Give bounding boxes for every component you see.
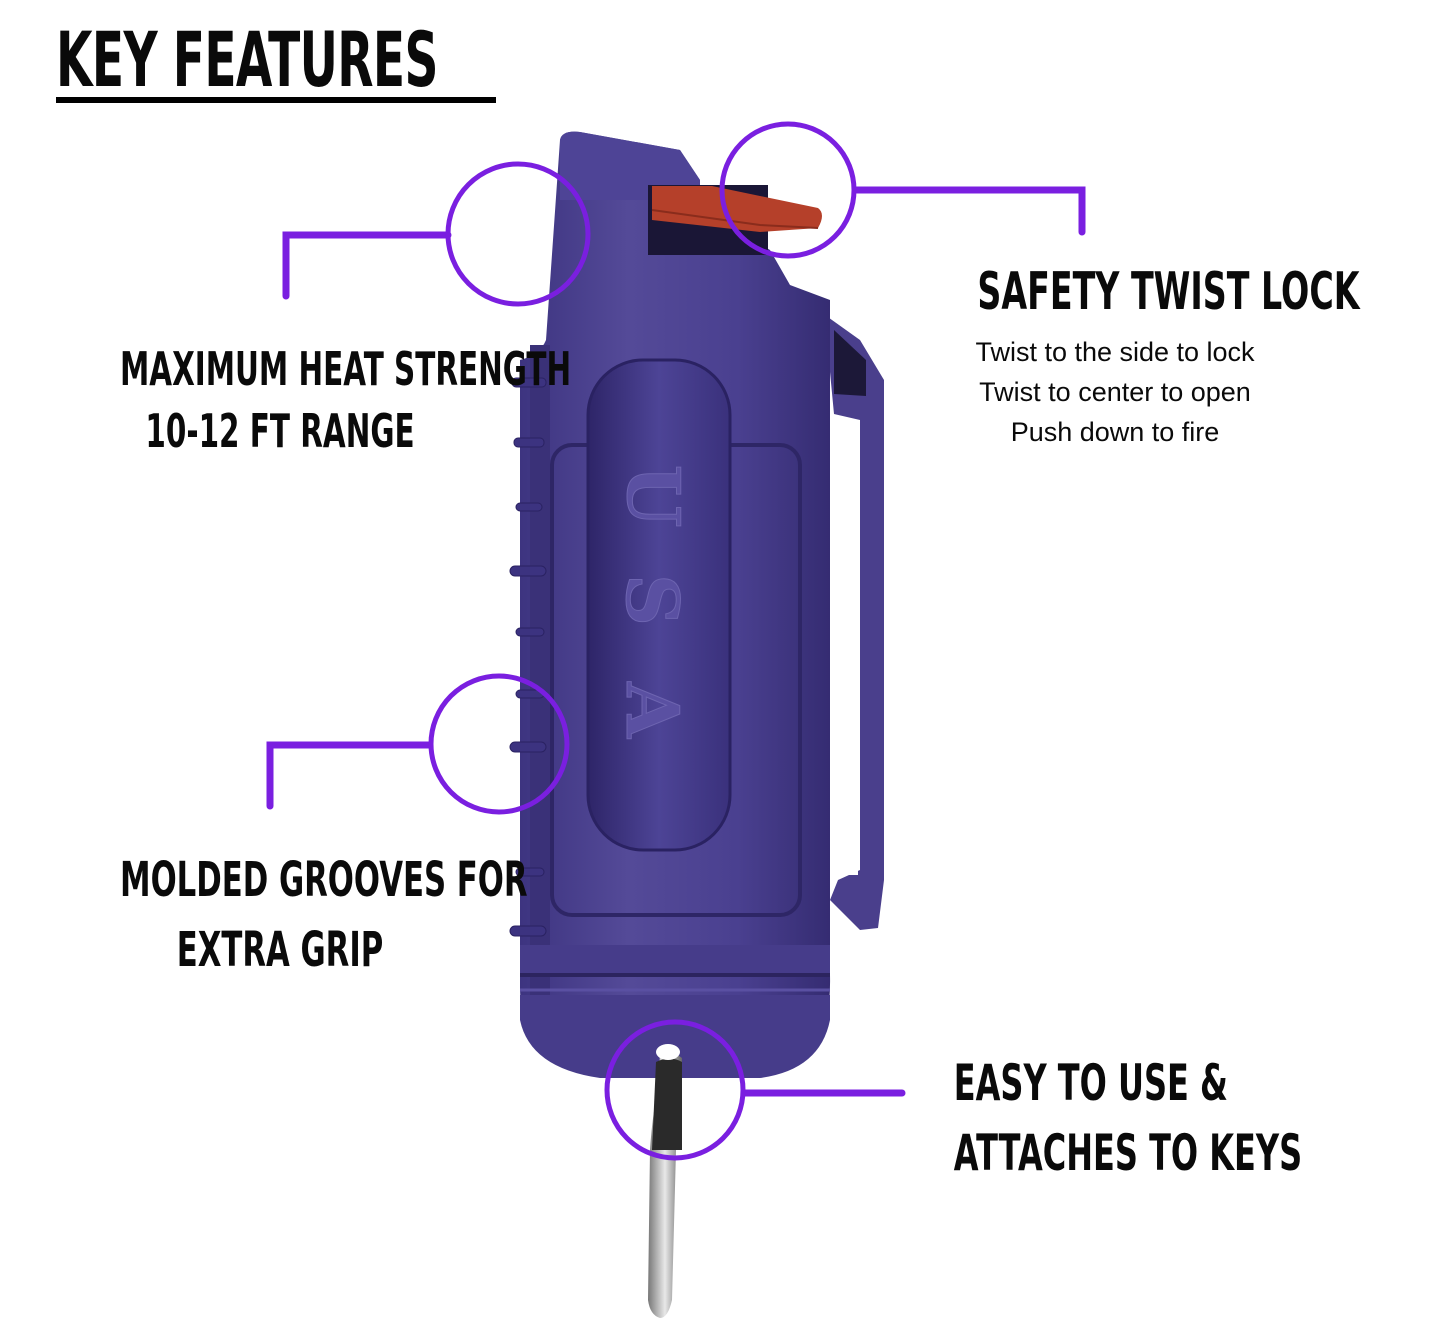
callout-heat-label: MAXIMUM HEAT STRENGTH 10-12 FT RANGE xyxy=(30,342,572,470)
callout-safety-label: SAFETY TWIST LOCK Twist to the side to l… xyxy=(900,262,1360,452)
keys-line-1: EASY TO USE & xyxy=(953,1054,1228,1112)
safety-trigger xyxy=(652,186,822,232)
safety-heading: SAFETY TWIST LOCK xyxy=(977,262,1360,322)
heat-line-1: MAXIMUM HEAT STRENGTH xyxy=(120,342,572,396)
safety-detail-3: Push down to fire xyxy=(1010,417,1220,447)
spray-body: U S A xyxy=(509,131,831,1078)
keyring xyxy=(648,1044,682,1318)
heat-line-2: 10-12 FT RANGE xyxy=(145,404,415,458)
title-underline xyxy=(56,97,496,103)
callout-heat-connector xyxy=(282,161,591,307)
callout-keys-connector xyxy=(604,1019,906,1161)
callout-safety-connector xyxy=(719,121,1086,259)
callout-keys-label: EASY TO USE & ATTACHES TO KEYS xyxy=(880,1054,1303,1198)
grip-line-1: MOLDED GROOVES FOR xyxy=(120,852,528,908)
embossed-letter-a: A xyxy=(610,681,695,739)
callout-grip-connector xyxy=(266,673,570,815)
embossed-letter-s: S xyxy=(610,574,695,626)
safety-detail-2: Twist to center to open xyxy=(979,377,1251,407)
embossed-letter-u: U xyxy=(611,465,696,528)
callout-grip-label: MOLDED GROOVES FOR EXTRA GRIP xyxy=(30,856,530,996)
keys-line-2: ATTACHES TO KEYS xyxy=(953,1124,1303,1182)
page-title: KEY FEATURES xyxy=(56,15,438,104)
safety-detail-1: Twist to the side to lock xyxy=(975,337,1255,367)
belt-clip xyxy=(790,290,884,930)
grip-line-2: EXTRA GRIP xyxy=(176,922,384,978)
